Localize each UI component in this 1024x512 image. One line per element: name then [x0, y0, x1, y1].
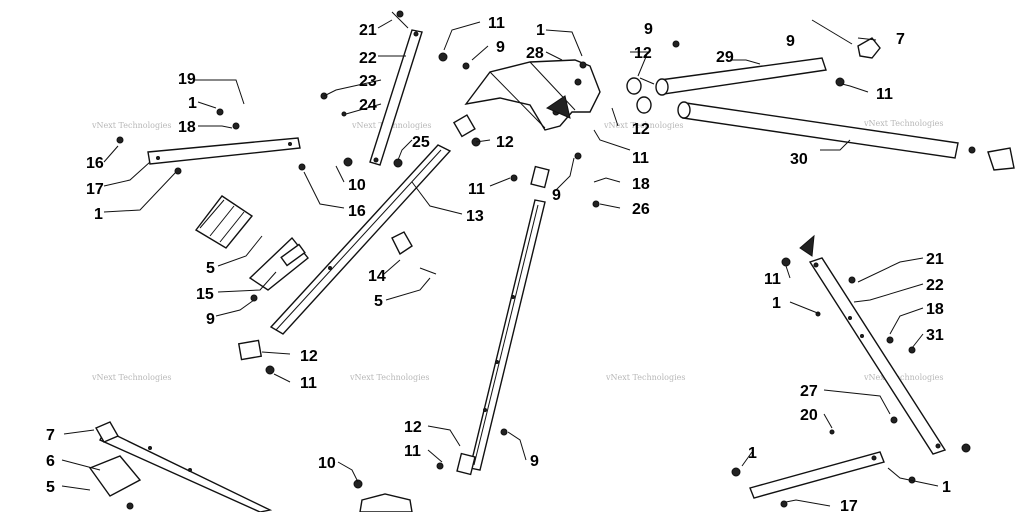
bracket-6-assembly [88, 421, 273, 512]
callout-number: 1 [748, 445, 757, 462]
callout-number: 9 [644, 21, 653, 38]
support-arm-17 [147, 137, 301, 165]
callout-number: 17 [840, 498, 858, 512]
callout-number: 11 [468, 181, 485, 198]
callout-number: 18 [178, 119, 196, 136]
watermark-text: vNext Technologies [605, 373, 685, 382]
callout-number: 26 [632, 201, 650, 218]
callout-number: 7 [896, 31, 905, 48]
callout-number: 23 [359, 73, 377, 90]
callout-number: 21 [926, 251, 944, 268]
callout-number: 16 [348, 203, 366, 220]
bracket-15 [248, 236, 309, 291]
callout-number: 12 [496, 134, 514, 151]
callout-number: 15 [196, 286, 214, 303]
watermark-text: vNext Technologies [91, 121, 171, 130]
callout-number: 5 [206, 260, 215, 277]
callout-number: 1 [772, 295, 781, 312]
support-rod-22-right [799, 234, 947, 455]
callout-number: 12 [634, 45, 652, 62]
support-arm-17-right [749, 451, 885, 499]
callout-number: 1 [942, 479, 951, 496]
watermark-text: vNext Technologies [863, 119, 943, 128]
callout-number: 24 [359, 97, 377, 114]
callout-number: 6 [46, 453, 55, 470]
callout-number: 11 [488, 15, 505, 32]
callout-number: 9 [552, 187, 561, 204]
callout-number: 19 [178, 71, 196, 88]
callout-number: 30 [790, 151, 808, 168]
callout-number: 9 [206, 311, 215, 328]
callout-number: 18 [926, 301, 944, 318]
callout-number: 25 [412, 134, 430, 151]
callout-number: 16 [86, 155, 104, 172]
callout-number: 22 [926, 277, 944, 294]
callout-number: 5 [374, 293, 383, 310]
watermark-text: vNext Technologies [91, 373, 171, 382]
callout-number: 10 [318, 455, 336, 472]
steering-post-lower [456, 165, 550, 476]
callout-number: 5 [46, 479, 55, 496]
callout-number: 1 [94, 206, 103, 223]
callout-labels: 21 22 23 24 11 9 25 1 28 12 12 9 29 9 7 … [46, 15, 951, 512]
hardware-fasteners [116, 10, 976, 510]
callout-number: 11 [404, 443, 421, 460]
callout-number: 9 [786, 33, 795, 50]
support-rod-22 [369, 11, 423, 166]
callout-number: 17 [86, 181, 104, 198]
callout-number: 14 [368, 268, 386, 285]
leader-lines [61, 19, 939, 507]
callout-number: 9 [530, 453, 539, 470]
callout-number: 12 [632, 121, 650, 138]
callout-number: 12 [404, 419, 422, 436]
callout-number: 27 [800, 383, 818, 400]
callout-number: 11 [876, 86, 893, 103]
callout-number: 1 [188, 95, 197, 112]
end-cap-7 [811, 19, 881, 59]
callout-number: 18 [632, 176, 650, 193]
callout-number: 29 [716, 49, 734, 66]
callout-number: 22 [359, 50, 377, 67]
foam-pad-5 [194, 195, 254, 249]
clamp-bottom [359, 493, 413, 512]
watermark-text: vNext Technologies [863, 373, 943, 382]
callout-number: 11 [300, 375, 317, 392]
callout-number: 10 [348, 177, 366, 194]
callout-number: 11 [632, 150, 649, 167]
callout-number: 7 [46, 427, 55, 444]
handlebar-clamp-block [464, 59, 601, 131]
handlebar-tube-upper [626, 57, 827, 96]
callout-number: 1 [536, 22, 545, 39]
callout-number: 31 [926, 327, 944, 344]
callout-number: 21 [359, 22, 377, 39]
callout-number: 20 [800, 407, 818, 424]
steering-shaft [237, 114, 476, 361]
callout-number: 13 [466, 208, 484, 225]
handlebar-tube-lower [636, 96, 1015, 171]
callout-number: 11 [764, 271, 781, 288]
watermark-text: vNext Technologies [349, 373, 429, 382]
watermark-layer: vNext Technologies vNext Technologies vN… [91, 119, 943, 382]
callout-number: 28 [526, 45, 544, 62]
callout-number: 12 [300, 348, 318, 365]
watermark-text: vNext Technologies [603, 121, 683, 130]
callout-number: 9 [496, 39, 505, 56]
parts-layer [88, 10, 1015, 512]
clip-14 [391, 231, 437, 275]
